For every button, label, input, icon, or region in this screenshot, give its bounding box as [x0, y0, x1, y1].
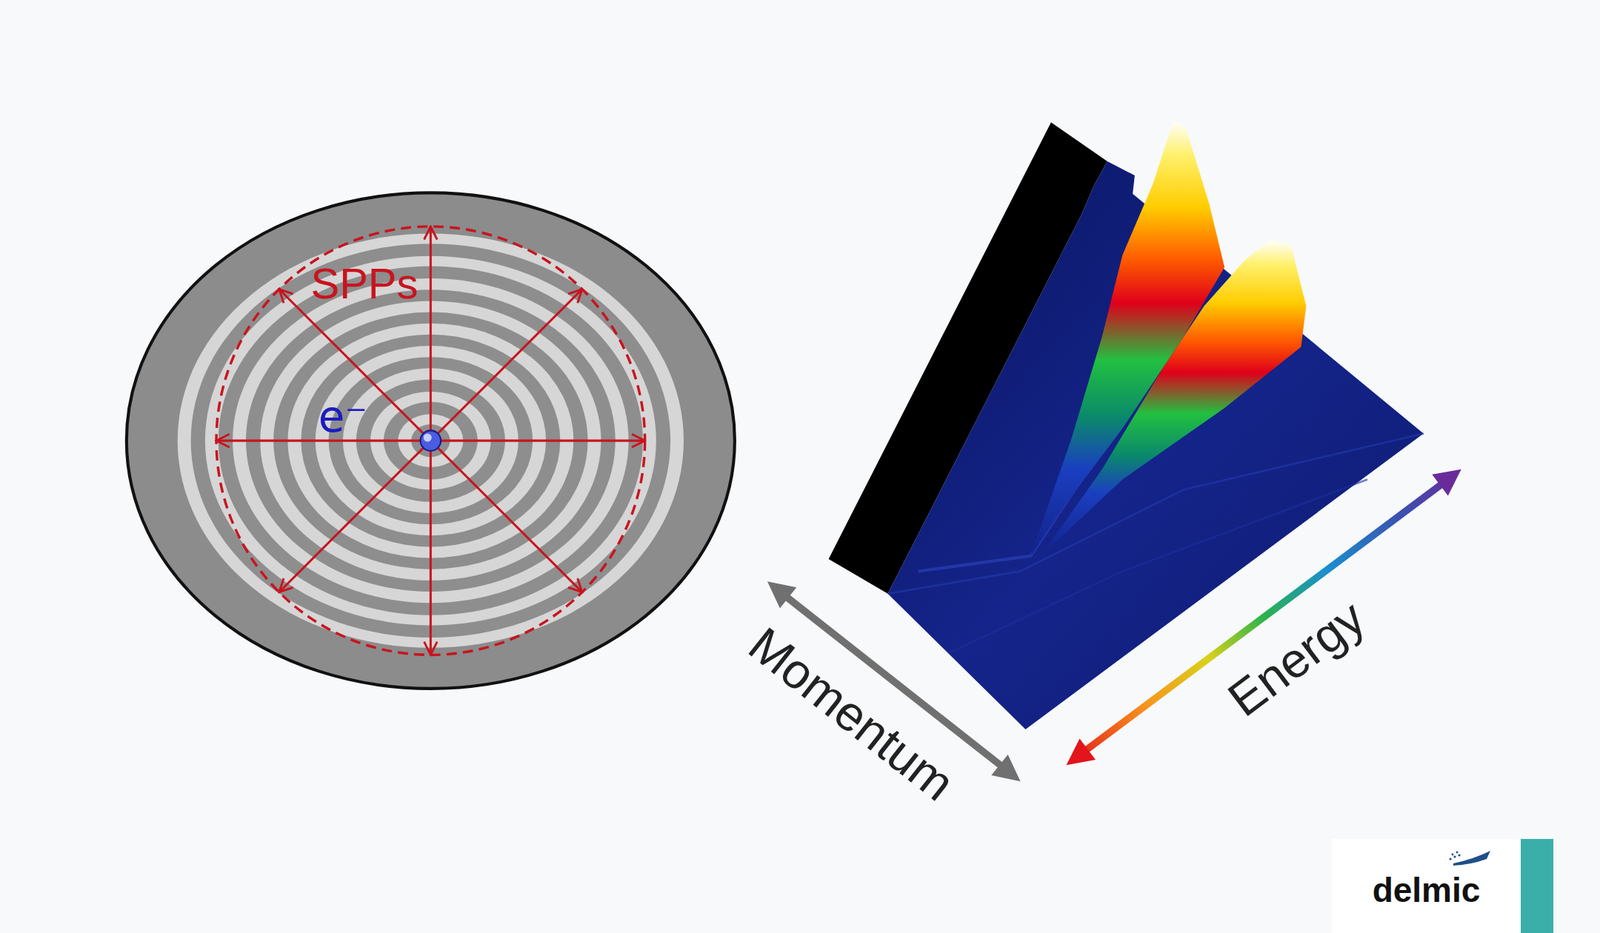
electron-dot	[420, 430, 442, 452]
logo-text: delmic	[1372, 865, 1481, 908]
logo-dots	[1448, 851, 1460, 861]
spp-arrow	[279, 289, 583, 593]
arrowhead	[767, 581, 797, 609]
particle-label: e⁻	[318, 395, 368, 439]
axis-label: Energy	[1220, 592, 1374, 726]
energy-axis	[1066, 469, 1462, 766]
axis-line	[1083, 482, 1444, 753]
arrowhead	[1066, 738, 1096, 766]
dispersion-surface	[828, 120, 1424, 730]
logo-bar	[1520, 839, 1554, 933]
spp-arrows	[216, 226, 646, 656]
plasmon-peak	[1030, 120, 1225, 557]
grating-disc	[126, 192, 735, 689]
logo-panel	[1331, 839, 1521, 933]
arrowhead	[991, 754, 1020, 782]
arrowhead	[1431, 469, 1461, 497]
logo-swoosh	[1453, 851, 1491, 866]
wave-label: SPPs	[310, 262, 418, 306]
electron-highlight	[423, 433, 432, 442]
surface-ridge	[888, 433, 1424, 594]
logo-box: delmic	[1331, 839, 1521, 933]
bullseye-grating	[126, 192, 735, 689]
spp-arrow	[279, 289, 583, 593]
spp-front-circle	[216, 226, 646, 656]
axis-label: Momentum	[740, 619, 963, 809]
